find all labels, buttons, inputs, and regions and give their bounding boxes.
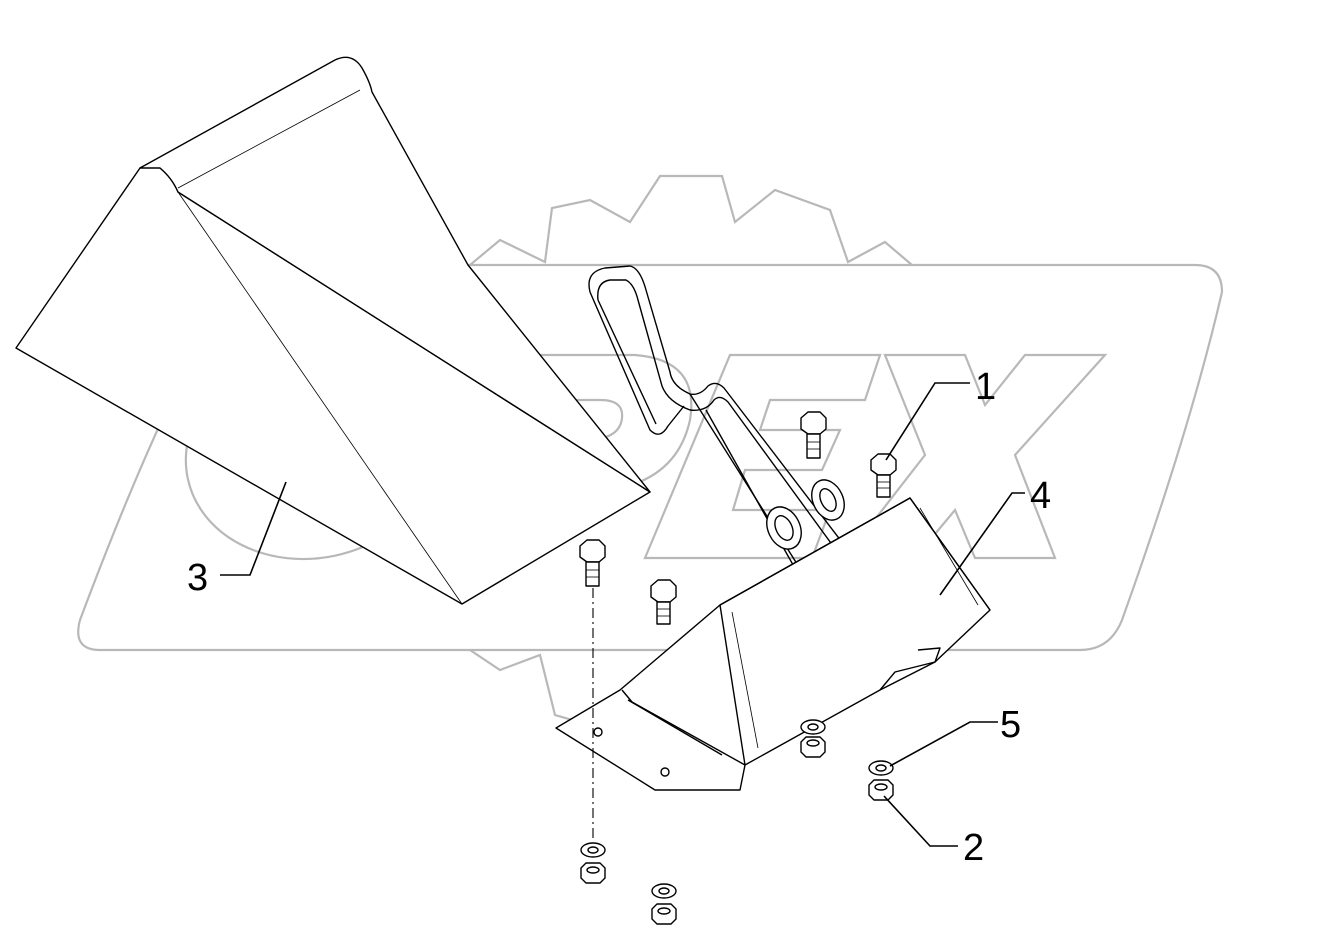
leader-4	[939, 492, 1025, 596]
bolt-1	[870, 453, 897, 498]
bolt-shank	[585, 561, 600, 587]
bracket-hole-right	[660, 767, 670, 777]
bracket-crease	[731, 611, 759, 749]
bolt-head	[870, 453, 897, 476]
callout-5: 5	[1000, 704, 1021, 746]
leader-2	[883, 795, 958, 847]
callout-4: 4	[1030, 475, 1051, 517]
bolt-3	[579, 539, 606, 587]
wire-rod-left-b	[597, 299, 657, 425]
watermark-gear-outline	[469, 174, 913, 266]
bracket-flange-fold-2	[627, 699, 723, 756]
wire-eye-right-inner	[819, 488, 837, 512]
bracket-crease-2	[919, 507, 979, 606]
wire-eye-left-inner	[774, 515, 794, 541]
bracket-end-tab	[879, 647, 941, 691]
watermark-letter-x	[842, 353, 1108, 560]
bolt-shank	[656, 601, 671, 625]
callout-2: 2	[963, 827, 984, 869]
bolt-head	[579, 539, 606, 563]
wire-rod-left-a	[589, 291, 685, 435]
part-3-guard-plate	[15, 56, 651, 605]
bracket-hole-left	[593, 727, 603, 737]
bracket-top-edge	[719, 497, 991, 611]
guard-plate-bend-line	[177, 191, 463, 605]
washer	[800, 719, 826, 735]
part-4-bracket-assembly	[555, 265, 991, 791]
washer	[580, 842, 606, 858]
bolt-2	[800, 411, 827, 459]
washer-nut-stack-bottom	[651, 883, 677, 925]
guard-plate-crease	[177, 89, 361, 189]
watermark-letter-e	[643, 353, 882, 560]
bolt-head	[650, 579, 677, 603]
bolt-head	[800, 411, 827, 435]
bracket-side-edge	[719, 604, 746, 766]
wire-eye-left	[766, 506, 802, 550]
washer-nut-stack-right	[868, 760, 894, 801]
washer-5	[868, 760, 894, 776]
washer-nut-stack-center	[800, 719, 826, 758]
washer	[651, 883, 677, 899]
leader-3	[220, 481, 287, 576]
wire-loop-inner	[597, 279, 891, 625]
bolt-4	[650, 579, 677, 625]
leader-5	[889, 721, 998, 767]
callout-1: 1	[975, 366, 996, 408]
washer-nut-stack-bottom-left	[580, 842, 606, 884]
bolt-shank	[806, 433, 821, 459]
wire-eye-right	[811, 479, 845, 521]
callout-3: 3	[187, 557, 208, 599]
bolt-shank	[876, 474, 891, 498]
wire-loop-outer	[588, 265, 901, 619]
leader-1	[885, 382, 970, 461]
guard-plate-top-face	[139, 56, 651, 493]
